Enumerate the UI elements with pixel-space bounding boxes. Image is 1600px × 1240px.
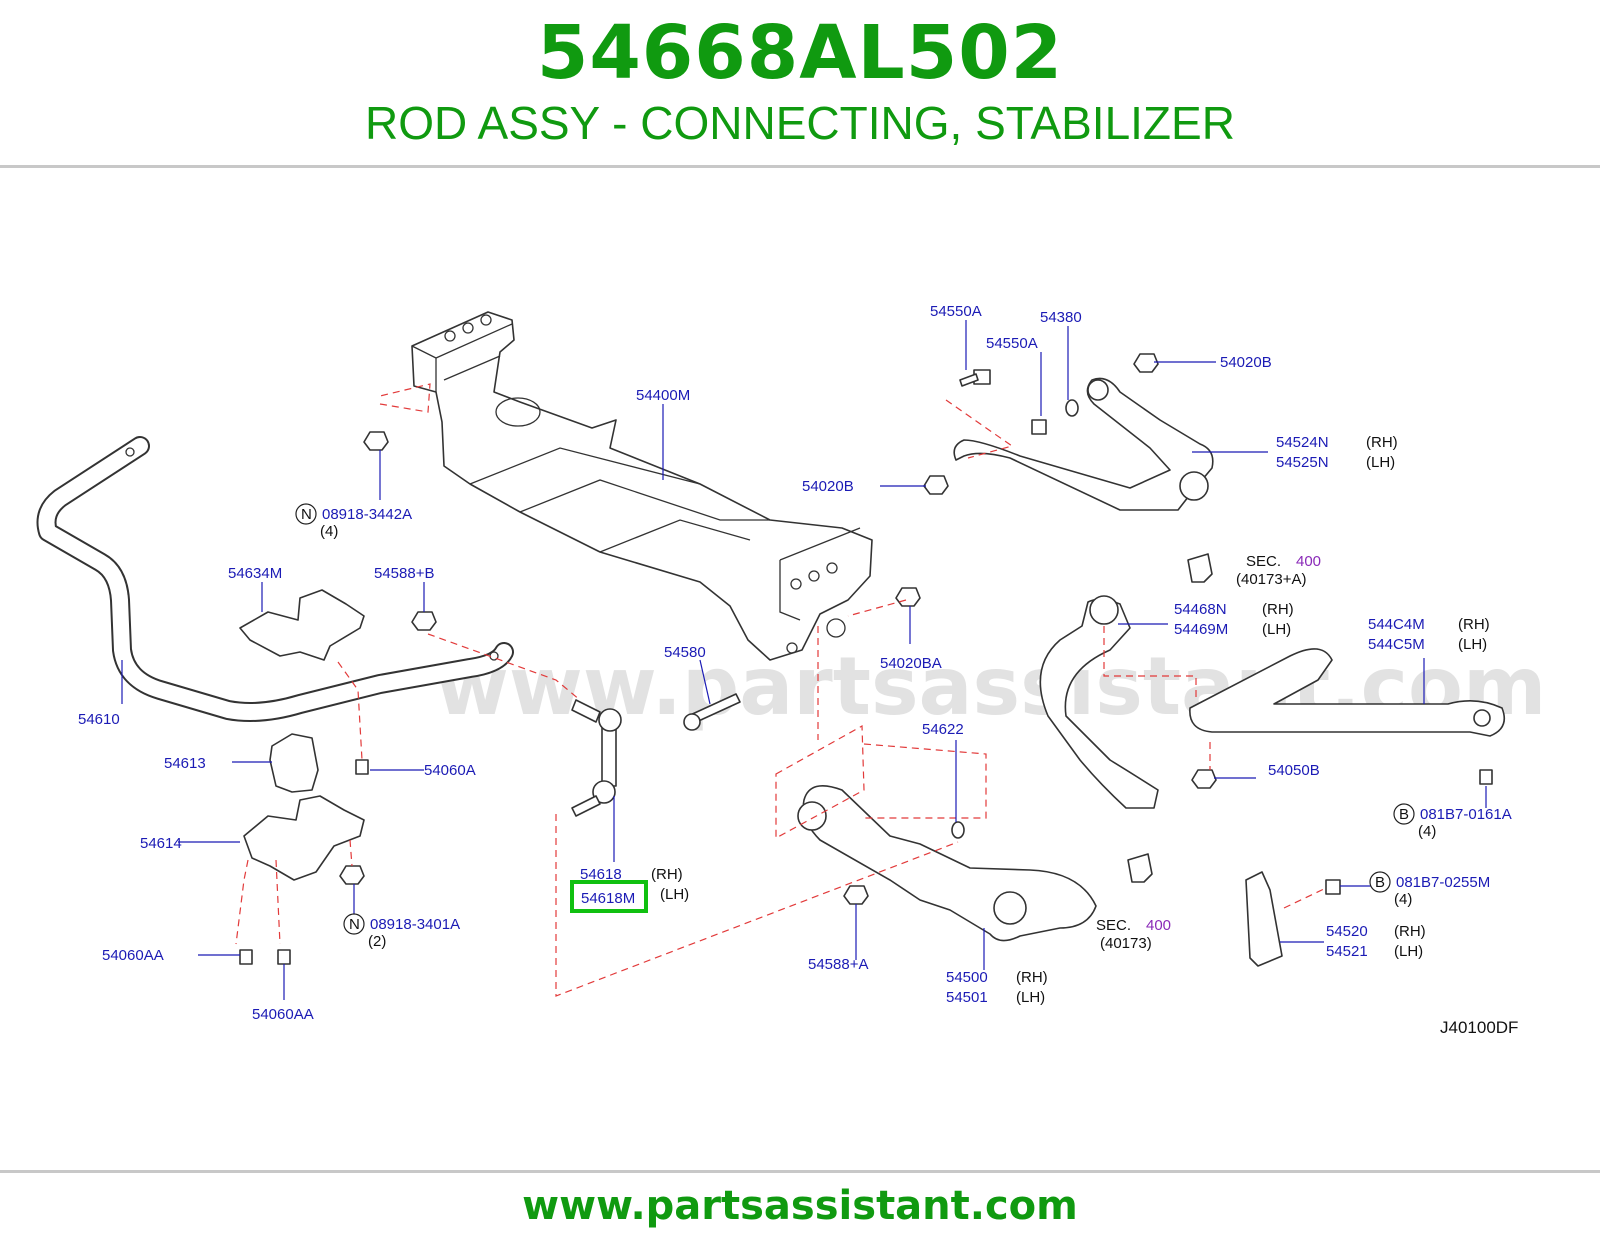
sec-label-top: SEC.: [1246, 553, 1281, 570]
part-name-subtitle: ROD ASSY - CONNECTING, STABILIZER: [365, 97, 1235, 149]
knuckle-drawing: [1039, 598, 1159, 809]
callout-54634m: 54634M: [228, 565, 282, 582]
n-badge-08918-3442a: [295, 503, 317, 525]
qty-08918-3442a: (4): [320, 523, 338, 540]
callout-54614: 54614: [140, 835, 182, 852]
stabilizer-bar-drawing: [36, 436, 514, 722]
b-badge-081b7-0161a: [1393, 803, 1415, 825]
qty-08918-3401a: (2): [368, 933, 386, 950]
footer-divider: [0, 1170, 1600, 1173]
callout-08918-3442a: 08918-3442A: [322, 506, 412, 523]
connecting-rod-drawing: [571, 699, 622, 817]
callout-54468n: 54468N: [1174, 601, 1227, 618]
callout-54613: 54613: [164, 755, 206, 772]
side-lh-54618m: (LH): [660, 886, 689, 903]
callout-08918-3401a: 08918-3401A: [370, 916, 460, 933]
sec-number-top: 400: [1296, 553, 1321, 570]
callout-54524n: 54524N: [1276, 434, 1329, 451]
qty-081b7-0255m: (4): [1394, 891, 1412, 908]
assembly-guides: [235, 383, 1327, 997]
b-badge-letter-2: B: [1375, 874, 1385, 891]
callout-54550a-top: 54550A: [930, 303, 982, 320]
callout-54550a: 54550A: [986, 335, 1038, 352]
side-lh-54525n: (LH): [1366, 454, 1395, 471]
callout-54050b: 54050B: [1268, 762, 1320, 779]
lower-arm-drawing: [802, 784, 1097, 942]
callout-54588b: 54588+B: [374, 565, 434, 582]
callout-54525n: 54525N: [1276, 454, 1329, 471]
sec-ref-bottom: (40173): [1100, 935, 1152, 952]
side-rh-54500: (RH): [1016, 969, 1048, 986]
part-number-title: 54668AL502: [536, 10, 1064, 96]
bolt-54580-head: [683, 713, 701, 731]
callout-54501: 54501: [946, 989, 988, 1006]
callout-54618m[interactable]: 54618M: [581, 890, 635, 907]
sec-label-bottom: SEC.: [1096, 917, 1131, 934]
callout-54020b-left: 54020B: [802, 478, 854, 495]
callout-544c5m: 544C5M: [1368, 636, 1425, 653]
lower-arm-balljoint-eye: [993, 891, 1027, 925]
n-badge-letter-2: N: [349, 916, 360, 933]
callout-54060aa-left: 54060AA: [102, 947, 164, 964]
bushing-54613-drawing: [269, 733, 319, 793]
side-rh-54520: (RH): [1394, 923, 1426, 940]
highlight-box-54618m[interactable]: [570, 880, 648, 913]
callout-54618: 54618: [580, 866, 622, 883]
callout-54020ba: 54020BA: [880, 655, 942, 672]
crossmember-drawing: [411, 311, 873, 661]
callout-54020b-top: 54020B: [1220, 354, 1272, 371]
callout-544c4m: 544C4M: [1368, 616, 1425, 633]
callout-54060a: 54060A: [424, 762, 476, 779]
callout-54060aa-bottom: 54060AA: [252, 1006, 314, 1023]
callout-081b7-0255m: 081B7-0255M: [1396, 874, 1490, 891]
leader-lines: [121, 320, 1487, 1000]
callout-54380: 54380: [1040, 309, 1082, 326]
knuckle-top-joint: [1089, 595, 1119, 625]
bracket-54520-drawing: [1245, 871, 1283, 967]
diagram-code: J40100DF: [1440, 1018, 1518, 1037]
side-rh-544c4m: (RH): [1458, 616, 1490, 633]
sec-ref-top: (40173+A): [1236, 571, 1306, 588]
clamp-54614-drawing: [243, 795, 365, 881]
side-lh-544c5m: (LH): [1458, 636, 1487, 653]
b-badge-081b7-0255m: [1369, 871, 1391, 893]
side-lh-54501: (LH): [1016, 989, 1045, 1006]
callout-081b7-0161a: 081B7-0161A: [1420, 806, 1512, 823]
side-lh-54469m: (LH): [1262, 621, 1291, 638]
lower-link-eye: [1473, 709, 1491, 727]
header-divider: [0, 165, 1600, 168]
callout-54580: 54580: [664, 644, 706, 661]
bracket-54634m-drawing: [239, 589, 365, 661]
upper-arm-drawing: [953, 377, 1214, 511]
footer-url[interactable]: www.partsassistant.com: [522, 1183, 1078, 1229]
upper-arm-bushing: [1087, 379, 1109, 401]
sec-number-bottom: 400: [1146, 917, 1171, 934]
b-badge-letter-1: B: [1399, 806, 1409, 823]
n-badge-08918-3401a: [343, 913, 365, 935]
callout-54500: 54500: [946, 969, 988, 986]
upper-arm-balljoint: [1179, 471, 1209, 501]
callout-54469m: 54469M: [1174, 621, 1228, 638]
side-rh-54524n: (RH): [1366, 434, 1398, 451]
qty-081b7-0161a: (4): [1418, 823, 1436, 840]
callout-54588a: 54588+A: [808, 956, 868, 973]
lower-link-drawing: [1189, 648, 1506, 737]
callout-54521: 54521: [1326, 943, 1368, 960]
lower-arm-bushing: [797, 801, 827, 831]
callout-54400m: 54400M: [636, 387, 690, 404]
side-rh-54618: (RH): [651, 866, 683, 883]
n-badge-letter-1: N: [301, 506, 312, 523]
callout-54610: 54610: [78, 711, 120, 728]
side-lh-54521: (LH): [1394, 943, 1423, 960]
callout-54622: 54622: [922, 721, 964, 738]
callout-54520: 54520: [1326, 923, 1368, 940]
side-rh-54468n: (RH): [1262, 601, 1294, 618]
